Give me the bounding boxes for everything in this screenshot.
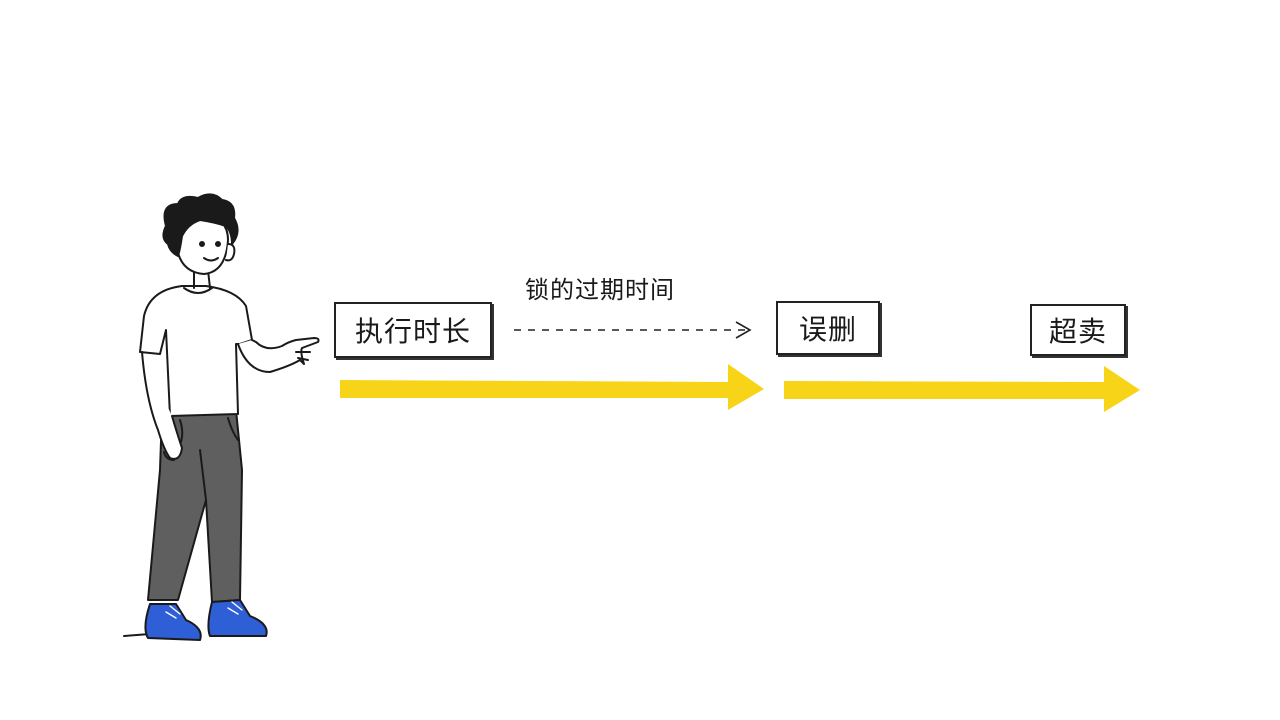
step-label-mistaken-delete: 误删 bbox=[798, 313, 857, 346]
step-box-execution-duration: 执行时长 bbox=[334, 302, 492, 358]
step-box-oversell: 超卖 bbox=[1030, 304, 1126, 356]
yellow-arrow-1 bbox=[340, 364, 764, 410]
step-label-execution-duration: 执行时长 bbox=[354, 315, 471, 348]
step-box-mistaken-delete: 误删 bbox=[776, 301, 880, 355]
person-pointing-icon bbox=[123, 193, 320, 641]
step-label-oversell: 超卖 bbox=[1048, 315, 1107, 348]
yellow-arrow-2 bbox=[784, 366, 1140, 412]
expiry-time-label: 锁的过期时间 bbox=[525, 276, 675, 304]
dashed-arrow bbox=[514, 321, 752, 339]
